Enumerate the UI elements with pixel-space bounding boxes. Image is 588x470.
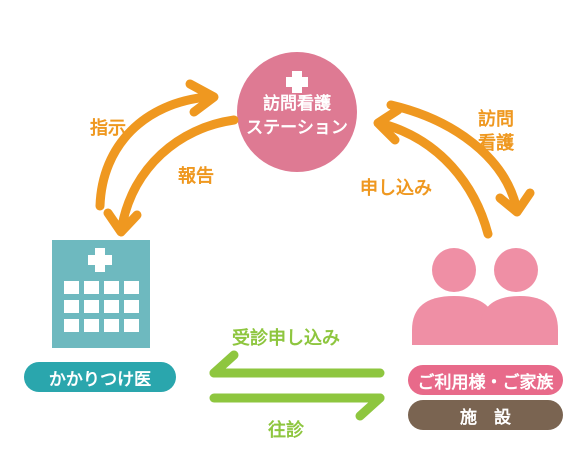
- instruction-arrowhead: [185, 79, 219, 117]
- home-visit-arrowhead: [355, 393, 385, 421]
- visit-nursing-arrowhead: [495, 188, 535, 217]
- apply-station-label: 申し込み: [360, 178, 432, 199]
- visit-nursing-label-line2: 看護: [478, 133, 514, 154]
- visit-nursing-label-line1: 訪問: [478, 109, 514, 130]
- apply-station-arrowhead: [373, 105, 403, 145]
- visit-nursing-label: 訪問 看護: [478, 108, 514, 156]
- station-label: 訪問看護 ステーション: [217, 92, 377, 140]
- home-visit-label: 往診: [268, 420, 304, 441]
- report-arrowhead: [103, 208, 142, 237]
- hospital-building-icon: [52, 240, 150, 348]
- instruction-arrow: [95, 92, 212, 211]
- instruction-label: 指示: [90, 118, 126, 139]
- apply-station-arrow: [378, 119, 493, 239]
- station-circle: [237, 52, 357, 172]
- family-badge: ご利用様・ご家族: [408, 365, 563, 395]
- apply-consult-label: 受診申し込み: [232, 328, 340, 349]
- report-label: 報告: [178, 166, 214, 187]
- apply-consult-arrowhead: [209, 350, 239, 378]
- facility-badge: 施 設: [408, 400, 563, 430]
- people-icon: [412, 248, 558, 345]
- visit-nursing-arrow: [386, 100, 521, 211]
- station-label-line1: 訪問看護: [263, 94, 331, 114]
- station-label-line2: ステーション: [246, 118, 348, 138]
- cross-icon: [286, 71, 308, 93]
- report-arrow: [117, 115, 239, 231]
- doctor-badge: かかりつけ医: [24, 362, 176, 392]
